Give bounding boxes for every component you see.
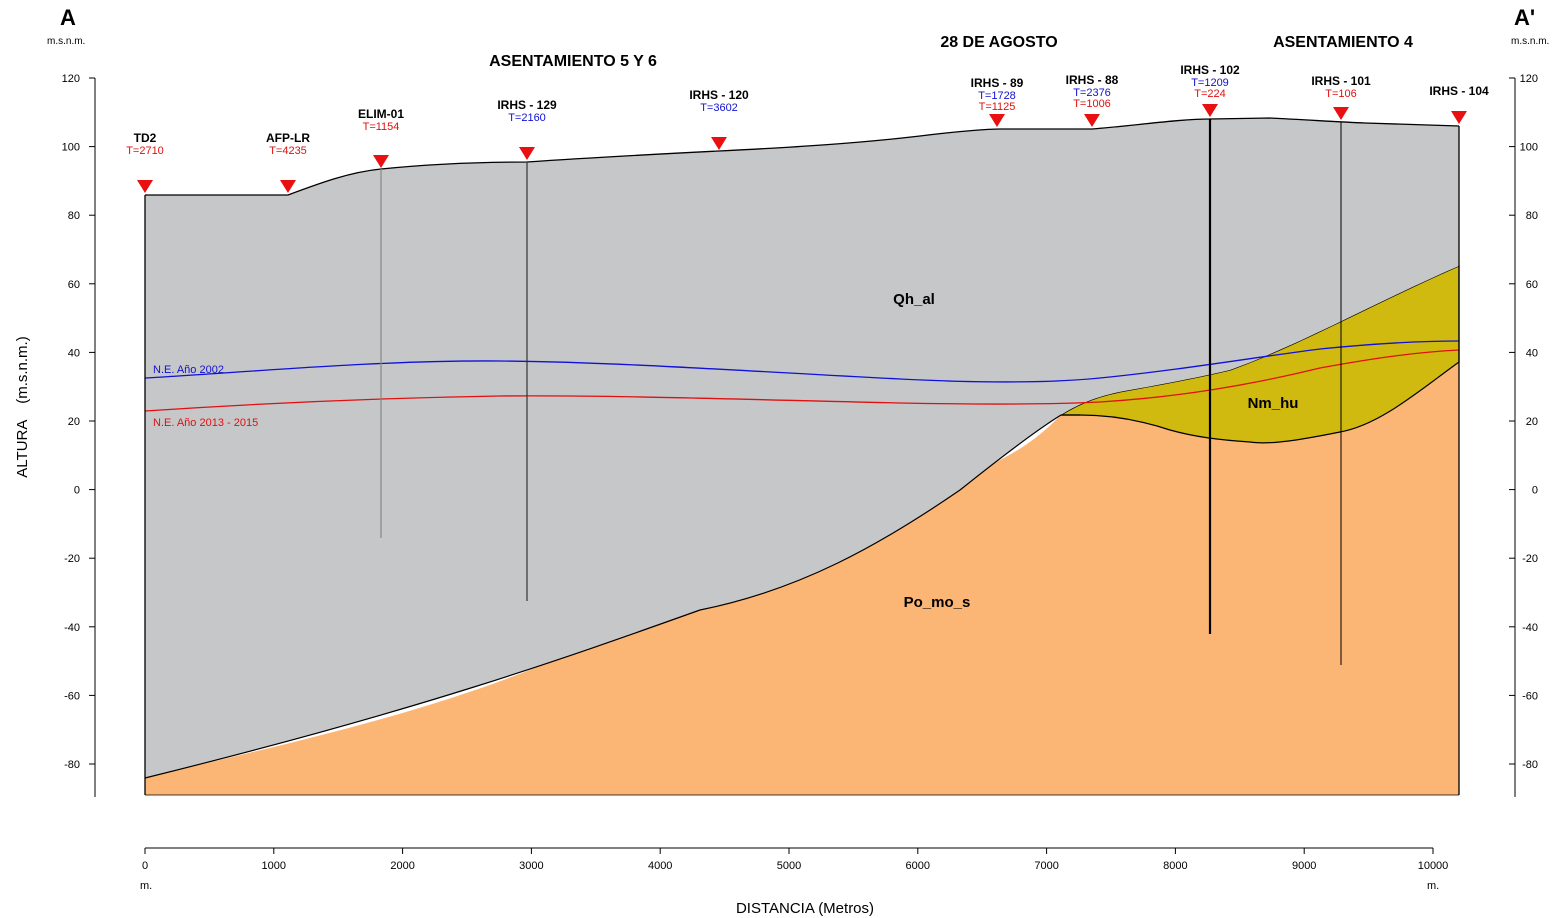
y-tick-label-left: 120 (62, 73, 80, 85)
zone-label-asentamiento-5-6: ASENTAMIENTO 5 Y 6 (489, 53, 657, 70)
well-name-elim-01: ELIM-01 (358, 107, 404, 121)
well-value-elim-01: T=1154 (363, 121, 400, 133)
well-marker-icon (711, 137, 727, 150)
y-tick-label-left: -80 (64, 759, 80, 771)
x-axis-title: DISTANCIA (Metros) (736, 900, 874, 917)
well-marker-icon (519, 147, 535, 160)
x-tick-label: 7000 (1034, 860, 1058, 872)
y-tick-label-right: -60 (1522, 690, 1538, 702)
water-level-2013-line (144, 349, 1460, 412)
y-tick-label-right: 120 (1520, 73, 1538, 85)
unit-label-qh-al: Qh_al (893, 291, 935, 308)
well-value-irhs-102: T=224 (1194, 88, 1226, 100)
y-tick-label-left: -40 (64, 622, 80, 634)
x-tick-label: 3000 (519, 860, 543, 872)
unit-label-po-mo-s: Po_mo_s (904, 594, 971, 611)
y-tick-label-right: 40 (1526, 347, 1538, 359)
y-tick-label-right: 20 (1526, 416, 1538, 428)
y-tick-label-left: -60 (64, 690, 80, 702)
po-mo-s-upper-contact (144, 414, 1080, 779)
well-value-irhs-102: T=1209 (1191, 77, 1229, 89)
well-value-irhs-89: T=1728 (978, 90, 1016, 102)
well-value-irhs-89: T=1125 (979, 101, 1016, 113)
well-marker-icon (137, 180, 153, 193)
y-tick-label-right: 100 (1520, 142, 1538, 154)
water-level-2013-label: N.E. Año 2013 - 2015 (153, 417, 258, 429)
well-value-irhs-88: T=1006 (1073, 98, 1111, 110)
well-marker-icon (1202, 104, 1218, 117)
well-name-irhs-120: IRHS - 120 (689, 88, 749, 102)
well-value-td2: T=2710 (126, 145, 164, 157)
well-name-irhs-88: IRHS - 88 (1066, 73, 1119, 87)
x-tick-label: 0 (142, 860, 148, 872)
well-marker-icon (1333, 107, 1349, 120)
zone-label-28-de-agosto: 28 DE AGOSTO (940, 34, 1057, 51)
unit-label-nm-hu: Nm_hu (1248, 395, 1299, 412)
y-tick-label-right: -40 (1522, 622, 1538, 634)
y-tick-label-right: 80 (1526, 210, 1538, 222)
well-marker-icon (1451, 111, 1467, 124)
y-tick-label-right: 60 (1526, 279, 1538, 291)
x-tick-label: 8000 (1163, 860, 1187, 872)
x-tick-label: 5000 (777, 860, 801, 872)
y-tick-label-right: -20 (1522, 553, 1538, 565)
ground-surface-line (145, 117, 1460, 196)
unit-right-label: m.s.n.m. (1511, 36, 1549, 47)
x-tick-label: 9000 (1292, 860, 1316, 872)
unit-qh-al-fill (145, 118, 1459, 778)
x-tick-label: 4000 (648, 860, 672, 872)
well-name-afp-lr: AFP-LR (266, 131, 310, 145)
well-value-afp-lr: T=4235 (269, 145, 307, 157)
well-name-irhs-101: IRHS - 101 (1311, 74, 1371, 88)
corner-label-a-prime: A' (1514, 5, 1535, 30)
y-axis-title: ALTURA (m.s.n.m.) (14, 336, 31, 477)
y-tick-label-right: 0 (1532, 485, 1538, 497)
y-tick-label-left: -20 (64, 553, 80, 565)
well-marker-icon (1084, 114, 1100, 127)
y-tick-label-left: 20 (68, 416, 80, 428)
well-name-irhs-102: IRHS - 102 (1180, 63, 1240, 77)
x-axis: 0 1000 2000 3000 4000 5000 6000 7000 8000 9000 100… (142, 847, 1449, 872)
well-value-irhs-88: T=2376 (1073, 87, 1111, 99)
well-value-irhs-101: T=106 (1325, 88, 1357, 100)
zone-label-asentamiento-4: ASENTAMIENTO 4 (1273, 34, 1413, 51)
x-unit-start: m. (140, 880, 152, 892)
corner-label-a: A (60, 5, 76, 30)
y-tick-label-left: 0 (74, 485, 80, 497)
x-tick-label: 2000 (390, 860, 414, 872)
well-name-td2: TD2 (134, 131, 157, 145)
water-level-2002-line (144, 340, 1460, 383)
well-marker-icon (280, 180, 296, 193)
well-name-irhs-89: IRHS - 89 (971, 76, 1024, 90)
well-name-irhs-104: IRHS - 104 (1429, 84, 1489, 98)
y-tick-label-right: -80 (1522, 759, 1538, 771)
x-tick-label: 1000 (262, 860, 286, 872)
y-tick-label-left: 80 (68, 210, 80, 222)
left-y-axis: 120 100 80 60 40 20 0 -20 -40 -60 -80 (62, 73, 96, 797)
well-value-irhs-120: T=3602 (700, 102, 738, 114)
water-level-2002-label: N.E. Año 2002 (153, 364, 224, 376)
right-y-axis: 120 100 80 60 40 20 0 -20 -40 -60 -80 (1509, 73, 1538, 797)
x-tick-label: 6000 (906, 860, 930, 872)
y-tick-label-left: 100 (62, 142, 80, 154)
y-tick-label-left: 60 (68, 279, 80, 291)
y-tick-label-left: 40 (68, 347, 80, 359)
well-name-irhs-129: IRHS - 129 (497, 98, 557, 112)
well-value-irhs-129: T=2160 (508, 112, 546, 124)
unit-left-label: m.s.n.m. (47, 36, 85, 47)
well-marker-icon (989, 114, 1005, 127)
x-tick-label: 10000 (1418, 860, 1449, 872)
x-unit-end: m. (1427, 880, 1439, 892)
well-marker-icon (373, 155, 389, 168)
